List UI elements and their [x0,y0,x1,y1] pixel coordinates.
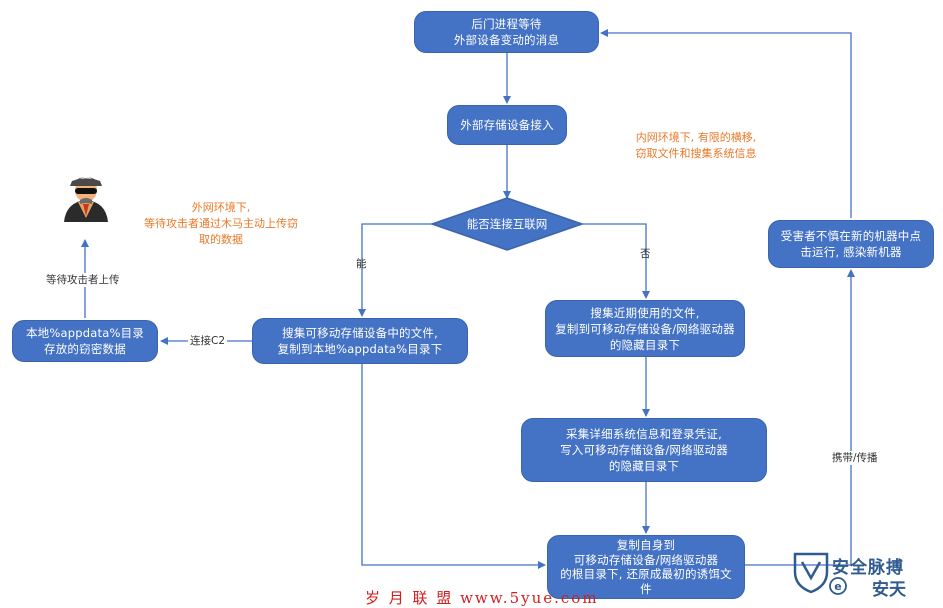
node-collect-recent-line-3: 的隐藏目录下 [609,337,681,352]
node-collect-sysinfo-line-1: 采集详细系统信息和登录凭证, [566,427,722,441]
node-copy-self-line-1: 复制自身到 [616,538,676,552]
watermark-right-sub: 安天 [872,580,906,600]
node-copy-self: 复制自身到 可移动存储设备/网络驱动器 的根目录下, 还原成最初的诱饵文 件 [547,535,745,599]
watermark-left: 岁 月 联 盟 www.5yue.com [365,589,599,607]
note-internal: 内网环境下, 有限的横移, 窃取文件和搜集系统信息 [606,130,786,162]
node-collect-files-online-line-2: 复制到本地%appdata%目录下 [277,342,443,356]
node-device-connect: 外部存储设备接入 [447,105,567,145]
edge-decision-no [582,223,650,299]
node-collect-recent-line-1: 搜集近期使用的文件, [590,305,700,320]
node-collect-files-online: 搜集可移动存储设备中的文件, 复制到本地%appdata%目录下 [252,318,468,364]
note-external-line-2: 等待攻击者通过木马主动上传窃 [144,217,298,230]
node-local-data-line-2: 存放的窃密数据 [44,342,126,356]
node-copy-self-line-3: 的根目录下, 还原成最初的诱饵文 [560,567,732,581]
note-external-line-3: 取的数据 [199,233,243,246]
node-collect-sysinfo: 采集详细系统信息和登录凭证, 写入可移动存储设备/网络驱动器 的隐藏目录下 [521,418,767,482]
shield-icon [793,552,829,594]
node-collect-files-online-line-1: 搜集可移动存储设备中的文件, [282,326,438,340]
edge-label-c2: 连接C2 [188,334,228,348]
edge-label-no: 否 [640,248,651,260]
note-internal-line-2: 窃取文件和搜集系统信息 [635,147,757,160]
node-collect-recent: 搜集近期使用的文件, 复制到可移动存储设备/网络驱动器 的隐藏目录下 [545,300,745,357]
note-external: 外网环境下, 等待攻击者通过木马主动上传窃 取的数据 [126,200,316,248]
node-victim-run: 受害者不慎在新的机器中点 击运行, 感染新机器 [768,220,934,268]
decision-diamond [429,197,585,251]
watermark-right-main: 安全脉搏 [832,558,904,578]
node-collect-sysinfo-line-2: 写入可移动存储设备/网络驱动器 [560,443,728,457]
decision-label: 能否连接互联网 [466,217,548,231]
node-wait-message-line-2: 外部设备变动的消息 [453,33,560,47]
node-copy-self-line-2: 可移动存储设备/网络驱动器 [573,552,719,567]
node-local-data-line-1: 本地%appdata%目录 [25,326,144,340]
svg-text:e: e [834,580,841,593]
node-collect-recent-line-2: 复制到可移动存储设备/网络驱动器 [555,321,735,336]
hacker-icon [64,177,108,222]
edge-decision-yes [358,223,432,317]
edge-label-upload: 等待攻击者上传 [44,273,122,287]
node-collect-sysinfo-line-3: 的隐藏目录下 [608,459,680,473]
node-local-data: 本地%appdata%目录 存放的窃密数据 [12,320,158,362]
note-internal-line-1: 内网环境下, 有限的横移, [635,131,757,144]
edge-victim-to-wait [600,29,852,218]
node-copy-self-line-4: 件 [640,581,652,596]
circle-e-icon: e [829,577,847,595]
edge-label-yes: 能 [356,258,367,270]
node-wait-message-line-1: 后门进程等待 [471,17,542,31]
edge-online-to-copy [361,364,546,569]
node-victim-run-line-2: 击运行, 感染新机器 [800,245,902,259]
node-victim-run-line-1: 受害者不慎在新的机器中点 [780,229,922,243]
node-wait-message: 后门进程等待 外部设备变动的消息 [414,11,599,53]
node-device-connect-label: 外部存储设备接入 [460,118,554,132]
edge-copy-to-victim [745,269,855,566]
edge-label-carry: 携带/传播 [830,451,880,465]
note-external-line-1: 外网环境下, [191,201,251,214]
